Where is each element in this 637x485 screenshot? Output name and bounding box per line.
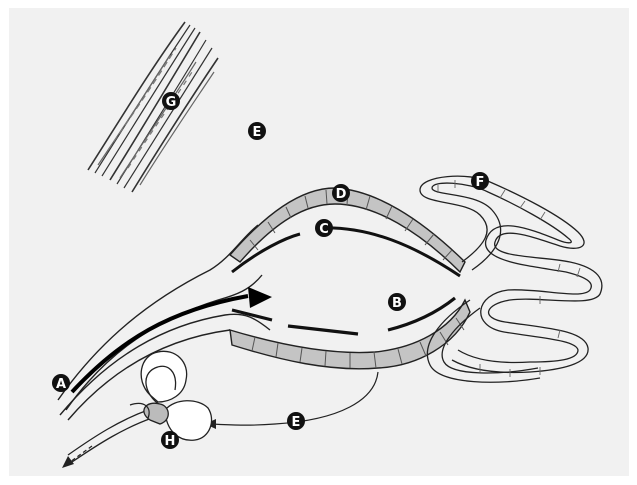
label-d: D — [332, 184, 350, 202]
tubule-segments — [438, 180, 580, 377]
svg-text:D: D — [336, 187, 347, 202]
label-f: F — [471, 172, 489, 190]
label-e-bottom: E — [287, 412, 305, 430]
svg-text:H: H — [165, 434, 176, 449]
convoluted-tubule-f — [420, 176, 602, 382]
label-g: G — [162, 92, 180, 110]
label-e-top: E — [248, 122, 266, 140]
svg-text:E: E — [253, 125, 262, 140]
svg-text:E: E — [292, 415, 301, 430]
svg-text:B: B — [392, 296, 402, 311]
svg-text:G: G — [166, 95, 177, 110]
label-b: B — [388, 293, 406, 311]
cell-cluster-h — [68, 351, 212, 462]
lumen-line-b — [232, 298, 455, 334]
label-a: A — [52, 374, 70, 392]
svg-text:C: C — [319, 222, 329, 237]
label-c: C — [315, 219, 333, 237]
label-h: H — [161, 431, 179, 449]
svg-text:F: F — [476, 175, 485, 190]
fiber-bundle-g — [88, 22, 218, 192]
svg-text:A: A — [56, 377, 66, 392]
